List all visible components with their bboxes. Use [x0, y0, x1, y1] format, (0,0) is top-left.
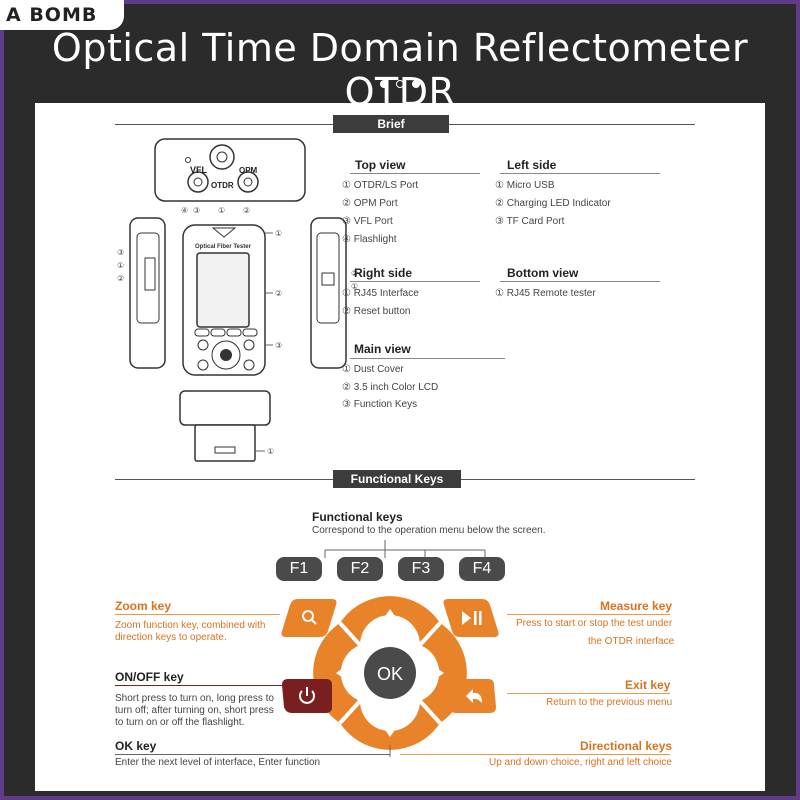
- right-side-item: ② Reset button: [342, 306, 411, 317]
- f2-key[interactable]: F2: [337, 557, 383, 581]
- onoff-key-title: ON/OFF key: [115, 670, 184, 684]
- ok-key-label: OK: [377, 664, 403, 684]
- right-side-title: Right side: [354, 266, 413, 280]
- top-view-item: ③ VFL Port: [342, 216, 393, 227]
- left-side-item: ③ TF Card Port: [495, 216, 565, 227]
- keypad: OK: [281, 596, 499, 757]
- search-icon: [302, 610, 317, 625]
- ok-key[interactable]: [364, 647, 416, 699]
- carousel-dot-2[interactable]: [396, 80, 404, 88]
- power-icon: [299, 687, 315, 704]
- svg-text:②: ②: [117, 274, 124, 283]
- ok-key-title: OK key: [115, 739, 157, 753]
- top-view-title: Top view: [355, 158, 406, 172]
- directional-keys-title: Directional keys: [580, 739, 673, 753]
- left-side-item: ① Micro USB: [495, 180, 555, 191]
- svg-text:①: ①: [117, 261, 124, 270]
- zoom-key[interactable]: [281, 599, 337, 637]
- svg-text:②: ②: [275, 289, 282, 298]
- arrow-left-icon: [336, 666, 346, 680]
- carousel-dot-1[interactable]: [380, 80, 388, 88]
- svg-text:①: ①: [267, 447, 274, 456]
- measure-key-desc-2: the OTDR interface: [588, 636, 675, 647]
- directional-keys-desc: Up and down choice, right and left choic…: [489, 757, 672, 768]
- zoom-key-desc-2: direction keys to operate.: [115, 632, 227, 643]
- onoff-key-desc-2: turn off; after turning on, short press: [115, 705, 274, 716]
- vfl-port-label: VFL: [190, 165, 208, 175]
- device-diagram: VFL OTDR OPM ④ ③ ① ② Optical Fiber Teste…: [117, 138, 358, 462]
- arrow-down-icon: [383, 727, 397, 737]
- fkey-connector-lines: [324, 540, 486, 558]
- svg-text:④: ④: [181, 206, 188, 215]
- f4-key[interactable]: F4: [459, 557, 505, 581]
- ok-key-desc: Enter the next level of interface, Enter…: [115, 757, 321, 768]
- brief-section-tag: Brief: [333, 115, 449, 133]
- f1-key[interactable]: F1: [276, 557, 322, 581]
- exit-key-desc: Return to the previous menu: [546, 697, 673, 708]
- functional-keys-subheader: Correspond to the operation menu below t…: [312, 525, 546, 536]
- svg-text:①: ①: [275, 229, 282, 238]
- main-view-title: Main view: [354, 342, 411, 356]
- down-key[interactable]: [340, 701, 440, 750]
- svg-text:②: ②: [243, 206, 250, 215]
- top-view-item: ④ Flashlight: [342, 234, 397, 245]
- up-key[interactable]: [340, 596, 440, 645]
- left-side-title: Left side: [507, 158, 557, 172]
- left-side-item: ② Charging LED Indicator: [495, 198, 611, 209]
- svg-text:③: ③: [193, 206, 200, 215]
- exit-key-title: Exit key: [625, 678, 671, 692]
- main-view-item: ① Dust Cover: [342, 364, 404, 375]
- arrow-up-icon: [383, 609, 397, 619]
- onoff-key-desc-1: Short press to turn on, long press to: [115, 693, 274, 704]
- top-view-item: ① OTDR/LS Port: [342, 180, 419, 191]
- carousel-dots[interactable]: [0, 80, 800, 88]
- otdr-port-label: OTDR: [211, 181, 234, 190]
- play-pause-icon: [462, 611, 482, 625]
- measure-key-title: Measure key: [600, 599, 673, 613]
- svg-text:③: ③: [275, 341, 282, 350]
- page-title: Optical Time Domain Reflectometer OTDR: [51, 26, 749, 114]
- svg-text:①: ①: [351, 282, 358, 291]
- device-screen-label: Optical Fiber Tester: [195, 244, 252, 250]
- main-view-item: ② 3.5 inch Color LCD: [342, 382, 439, 393]
- main-view-item: ③ Function Keys: [342, 399, 418, 410]
- arrow-right-icon: [434, 666, 444, 680]
- onoff-key-desc-3: to turn on or off the flashlight.: [115, 717, 245, 728]
- right-side-item: ① RJ45 Interface: [342, 288, 419, 299]
- brand-logo: A BOMB: [0, 0, 124, 30]
- opm-port-label: OPM: [239, 166, 258, 175]
- svg-text:①: ①: [218, 206, 225, 215]
- return-arrow-icon: [466, 689, 482, 703]
- top-view-item: ② OPM Port: [342, 198, 398, 209]
- zoom-key-title: Zoom key: [115, 599, 172, 613]
- svg-text:③: ③: [117, 248, 124, 257]
- measure-key-desc-1: Press to start or stop the test under: [516, 618, 673, 629]
- product-info-panel: Brief VFL OTDR OPM ④ ③ ① ② Optical Fiber…: [35, 103, 765, 791]
- bottom-view-title: Bottom view: [507, 266, 579, 280]
- f3-key[interactable]: F3: [398, 557, 444, 581]
- carousel-dot-3[interactable]: [412, 80, 420, 88]
- functional-section-tag: Functional Keys: [333, 470, 461, 488]
- bottom-view-item: ① RJ45 Remote tester: [495, 288, 596, 299]
- zoom-key-desc-1: Zoom function key, combined with: [115, 620, 266, 631]
- functional-keys-header: Functional keys: [312, 510, 403, 524]
- svg-text:②: ②: [351, 269, 358, 278]
